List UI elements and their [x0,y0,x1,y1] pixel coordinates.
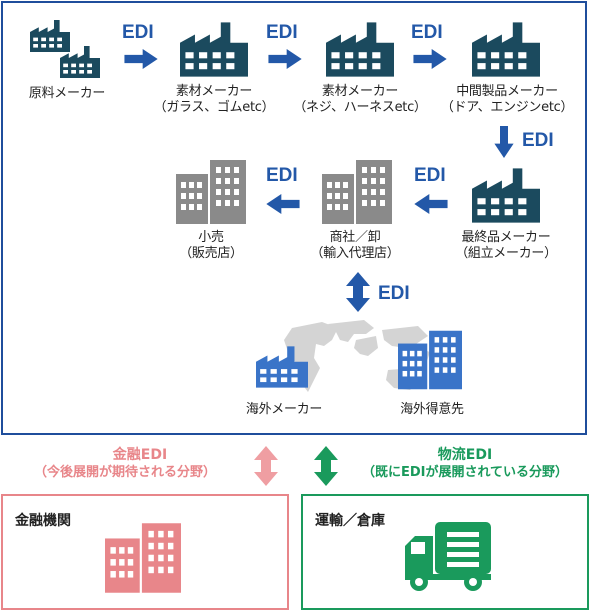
retail-label-line1: 小売 [198,230,224,245]
edi-label-6: EDI [266,165,298,186]
edi-arrow-updown-icon [346,272,370,312]
edi-arrow-left-1-icon [414,194,448,214]
finance-updown-arrow-icon [254,446,278,486]
bank-building-icon [105,523,181,593]
edi-label-1: EDI [122,22,154,43]
logistics-edi-label-line2: （既にEDIが展開されている分野） [361,465,569,480]
finance-edi-label-line1: 金融EDI [112,447,168,463]
overseas-factory-icon [256,346,308,388]
finance-edi-label-line2: （今後展開が期待される分野） [33,465,216,480]
material2-label-line2: （ネジ、ハーネスetc） [293,100,427,115]
retail-building-icon [176,160,246,224]
intermediate-label-line2: （ドア、エンジンetc） [440,100,574,115]
supply-chain-frame [1,1,587,435]
edi-arrow-down-icon [494,126,514,158]
trading-label-line1: 商社／卸 [329,230,381,245]
material1-label-line2: （ガラス、ゴムetc） [153,100,275,115]
overseas-maker-label: 海外メーカー [245,402,323,417]
material2-label-line1: 素材メーカー [321,84,399,99]
final-label-line1: 最終品メーカー [461,230,551,245]
edi-arrow-left-2-icon [266,194,300,214]
intermediate-label-line1: 中間製品メーカー [456,84,558,99]
edi-label-7: EDI [378,283,410,304]
edi-label-4: EDI [522,130,554,151]
logistics-edi-label-line1: 物流EDI [437,447,493,463]
raw-material-label: 原料メーカー [28,86,106,101]
trading-company-building-icon [322,160,392,224]
transport-warehouse-box: 運輸／倉庫 [301,494,589,610]
material1-factory-icon [180,22,248,77]
material2-factory-icon [326,22,394,77]
overseas-customer-building-icon [398,330,462,390]
edi-arrow-3-icon [413,49,447,69]
edi-label-2: EDI [266,22,298,43]
final-label-line2: （組立メーカー） [455,246,557,261]
financial-institutions-title: 金融機関 [15,513,71,529]
trading-label-line2: （輸入代理店） [310,246,400,261]
logistics-updown-arrow-icon [314,446,338,486]
retail-label-line2: （販売店） [179,246,243,261]
truck-icon [405,522,491,591]
edi-label-5: EDI [414,165,446,186]
edi-label-3: EDI [411,22,443,43]
edi-arrow-2-icon [268,49,302,69]
material1-label-line1: 素材メーカー [175,84,253,99]
final-factory-icon [472,168,540,223]
intermediate-factory-icon [472,22,540,77]
overseas-customer-label: 海外得意先 [400,402,464,417]
financial-institutions-box: 金融機関 [1,494,289,610]
raw-material-factory-icon [30,20,100,78]
transport-warehouse-title: 運輸／倉庫 [315,513,385,529]
edi-arrow-1-icon [124,49,158,69]
